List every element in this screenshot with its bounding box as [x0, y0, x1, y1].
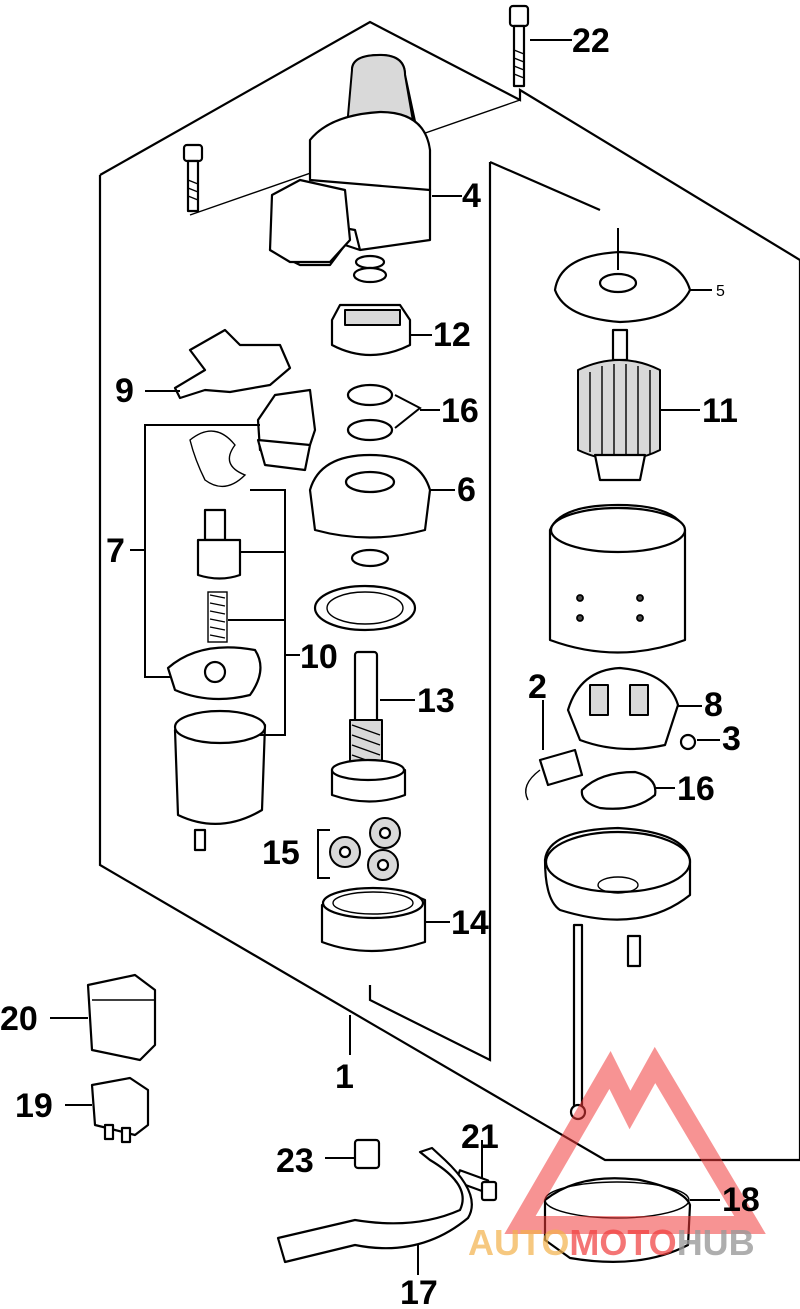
label-15: 15	[262, 834, 300, 872]
clip-23-illustration	[325, 1138, 381, 1170]
label-21: 21	[461, 1118, 499, 1156]
brush-lead-2-illustration	[525, 700, 584, 801]
watermark-moto: MOTO	[569, 1222, 676, 1263]
label-16-upper: 16	[441, 392, 479, 430]
label-10: 10	[300, 638, 338, 676]
watermark-hub: HUB	[677, 1222, 755, 1263]
solenoid-parts-10-illustration	[166, 489, 300, 852]
label-5: 5	[716, 283, 725, 300]
watermark: AUTOMOTOHUB	[468, 1046, 766, 1263]
part-labels: 22 4 5 12 9 16 11 6 7 10 2 8 13 3 16 15 …	[0, 22, 760, 1309]
label-17: 17	[400, 1274, 438, 1309]
ring-gear-14-illustration	[320, 886, 450, 953]
label-16-lower: 16	[677, 770, 715, 808]
bracket-17-illustration	[276, 1146, 473, 1275]
label-20: 20	[0, 1000, 38, 1038]
label-2: 2	[528, 668, 547, 706]
washer-16-upper-illustration	[346, 383, 440, 442]
relay-19-illustration	[65, 1076, 150, 1144]
bolt-22-illustration	[508, 4, 572, 88]
label-7: 7	[106, 532, 125, 570]
label-1: 1	[335, 1058, 354, 1096]
planet-housing-6-illustration	[308, 453, 455, 539]
label-9: 9	[115, 372, 134, 410]
washer-16-lower-illustration	[580, 770, 675, 810]
label-22: 22	[572, 22, 610, 60]
label-6: 6	[457, 471, 476, 509]
solenoid-assembly-7-illustration	[130, 388, 317, 678]
label-19: 19	[15, 1087, 53, 1125]
label-8: 8	[704, 686, 723, 724]
housing-bolt-illustration	[182, 143, 204, 213]
label-3: 3	[722, 720, 741, 758]
watermark-auto: AUTO	[468, 1222, 569, 1263]
washer-6-lower-illustration	[313, 548, 417, 632]
watermark-logo-mark	[504, 1046, 766, 1234]
lever-9-illustration	[145, 328, 292, 400]
yoke-illustration	[548, 503, 687, 654]
spring-3-illustration	[679, 733, 720, 751]
drive-housing-illustration	[268, 53, 462, 267]
label-14: 14	[451, 904, 489, 942]
brush-holder-8-illustration	[566, 666, 702, 751]
label-4: 4	[462, 177, 481, 215]
label-11: 11	[702, 392, 738, 430]
pinion-12-illustration	[330, 254, 432, 357]
label-23: 23	[276, 1142, 314, 1180]
watermark-text: AUTOMOTOHUB	[468, 1222, 755, 1263]
assembly-outline	[98, 20, 800, 1162]
rear-cover-illustration	[543, 826, 692, 1121]
plate-5-illustration	[553, 228, 712, 324]
relay-20-illustration	[50, 973, 157, 1062]
planet-gears-15-illustration	[317, 817, 401, 881]
shaft-13-illustration	[330, 650, 415, 803]
armature-11-illustration	[577, 328, 700, 482]
label-13: 13	[417, 682, 455, 720]
label-12: 12	[433, 316, 471, 354]
label-18: 18	[722, 1181, 760, 1219]
